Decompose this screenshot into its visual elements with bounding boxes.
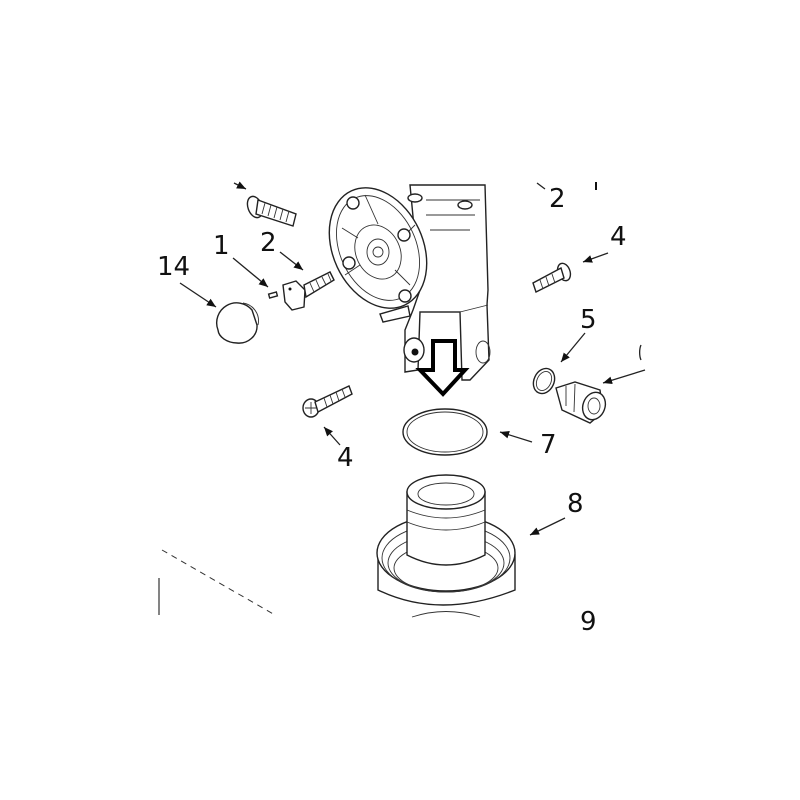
pin-part-1: 1 [213,231,279,299]
pump-head-body [328,184,491,381]
fitting-part-2: 2 [260,228,335,311]
label-14: 14 [157,252,190,282]
label-7: 7 [540,430,557,460]
clipped-mark [595,182,597,190]
label-2-top: 2 [549,184,566,214]
label-5: 5 [580,305,597,335]
oring-part-7: 7 [402,408,557,460]
cable-gland-part-6 [555,344,646,424]
dashed-guide-line [161,549,276,616]
label-4-left: 4 [337,443,354,473]
label-2: 2 [260,228,277,258]
cap-part-14: 14 [157,252,259,344]
label-4-right: 4 [610,222,627,252]
label-8: 8 [567,489,584,519]
label-9: 9 [580,607,597,637]
screw-top-left [233,181,297,227]
oring-part-5: 5 [532,305,597,395]
down-arrow-indicator [415,339,470,397]
label-1: 1 [213,231,230,261]
part-9: 9 [411,607,597,637]
adapter-part-8: 8 [376,474,584,606]
screw-part-4-left: 4 [302,385,354,473]
screw-part-4-right: 4 [532,222,627,293]
